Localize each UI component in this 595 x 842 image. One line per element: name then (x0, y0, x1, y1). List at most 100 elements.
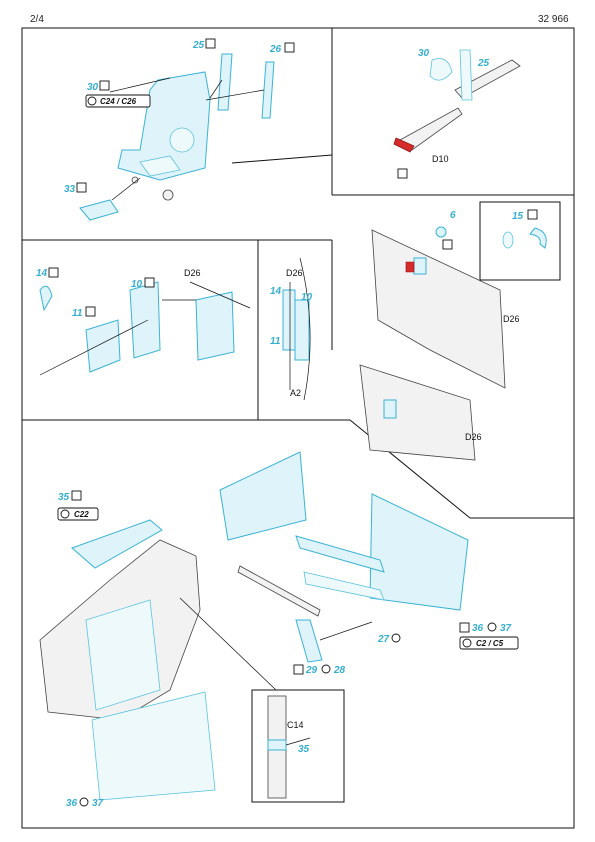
lead-35-detail (285, 737, 311, 746)
cockpit-seat (85, 599, 161, 711)
lead-26 (205, 89, 265, 101)
part-number-26: 26 (269, 44, 282, 55)
part-11-panel (85, 319, 121, 373)
part-number-14b: 14 (270, 286, 282, 297)
part-6-bracket (413, 257, 427, 275)
contour-line (299, 257, 311, 401)
part-number-35b: 35 (298, 744, 310, 755)
part-number-35: 35 (58, 492, 70, 503)
seat-mount (162, 189, 174, 201)
part-number-36: 36 (472, 623, 484, 634)
seat-assembly: 25 26 30 C24 / C26 33 (64, 38, 295, 221)
lever-assembly: 30 25 D10 (393, 48, 521, 179)
red-marker-2 (405, 261, 415, 273)
lead-35b (179, 597, 277, 691)
check-icon (144, 277, 155, 288)
part-14-curve (39, 285, 53, 312)
part-35-bracket (71, 519, 163, 569)
ref-d26-right: D26 (503, 314, 520, 324)
check-icon (205, 38, 216, 49)
check-icon (293, 664, 304, 675)
bend-icon (442, 239, 453, 250)
part-10-panel (129, 281, 161, 359)
frame-structure-2 (359, 364, 476, 461)
part-35-piece (267, 739, 287, 751)
remove-plastic-icon (79, 797, 89, 807)
floor-panel (91, 691, 216, 801)
part-10-strip (294, 299, 310, 361)
part-number-10: 10 (131, 279, 143, 290)
seat-shell (117, 71, 211, 181)
check-icon (76, 182, 87, 193)
seat-tag (85, 94, 151, 108)
detail-box (251, 689, 345, 803)
ref-d10: D10 (432, 154, 449, 164)
check-icon (459, 622, 470, 633)
part-33-plate (79, 199, 119, 221)
seat-tag-label: C24 / C26 (100, 97, 137, 106)
part-29-lever (295, 619, 323, 663)
lower-rail (303, 571, 385, 601)
ref-a2: A2 (290, 388, 301, 398)
part-number-27: 27 (377, 634, 390, 645)
c2c5-tag-label: C2 / C5 (476, 639, 504, 648)
part-14-strip (282, 289, 296, 351)
check-icon (99, 80, 110, 91)
page-number: 2/4 (30, 14, 44, 25)
part-number-15: 15 (512, 211, 524, 222)
part-number-30b: 30 (418, 48, 430, 59)
check-icon (48, 267, 59, 278)
part-number-11b: 11 (270, 336, 281, 347)
part-25-strip (217, 53, 233, 111)
part-25-detail (459, 49, 473, 101)
part-number-37b: 37 (92, 798, 104, 809)
part-number-10b: 10 (301, 292, 313, 303)
red-marker (393, 137, 415, 153)
part-15 (529, 227, 547, 249)
cockpit-assembly: 35 C22 36 37 C2 / C5 27 29 28 36 37 (39, 451, 519, 809)
part-15-mount (502, 231, 514, 249)
product-code: 32 966 (538, 14, 569, 25)
ref-d26-lower: D26 (465, 432, 482, 442)
part-number-36b: 36 (66, 798, 78, 809)
part-number-33: 33 (64, 184, 76, 195)
lower-bracket (383, 399, 397, 419)
lead-30 (109, 77, 171, 93)
part-number-11: 11 (72, 308, 83, 319)
seat-hole (169, 127, 195, 153)
paint-icon (397, 168, 408, 179)
frame-structure (371, 229, 506, 389)
lead-d26 (189, 281, 251, 309)
remove-plastic-icon (487, 622, 497, 632)
upper-panel (219, 451, 307, 541)
ref-d26-box: D26 (184, 268, 201, 278)
check-icon (71, 490, 82, 501)
part-number-25: 25 (192, 40, 205, 51)
c2c5-tag (459, 636, 519, 650)
divider-diagonal (231, 154, 333, 164)
lead-11 (39, 319, 149, 376)
detail-box-15 (479, 201, 561, 281)
long-rail (295, 535, 385, 573)
part-26-strip (261, 61, 275, 119)
part-30-detail (429, 58, 453, 81)
part-number-6: 6 (450, 210, 456, 221)
box-assembly: 14 11 10 D26 (36, 267, 251, 376)
part-number-37: 37 (500, 623, 512, 634)
lead-33 (111, 177, 141, 201)
part-number-25b: 25 (477, 58, 490, 69)
part-number-28: 28 (333, 665, 346, 676)
seat-cushion (139, 155, 181, 177)
d26-box (195, 291, 235, 361)
remove-plastic-icon (87, 96, 97, 106)
c14-detail: C14 35 (267, 695, 311, 799)
lead-25 (209, 79, 223, 99)
ref-c14: C14 (287, 720, 304, 730)
panel-frames (21, 27, 575, 829)
ref-d26-strip: D26 (286, 268, 303, 278)
part-6-ring (435, 226, 447, 238)
remove-plastic-icon (391, 633, 401, 643)
strip-detail: D26 14 10 11 A2 (270, 257, 313, 401)
